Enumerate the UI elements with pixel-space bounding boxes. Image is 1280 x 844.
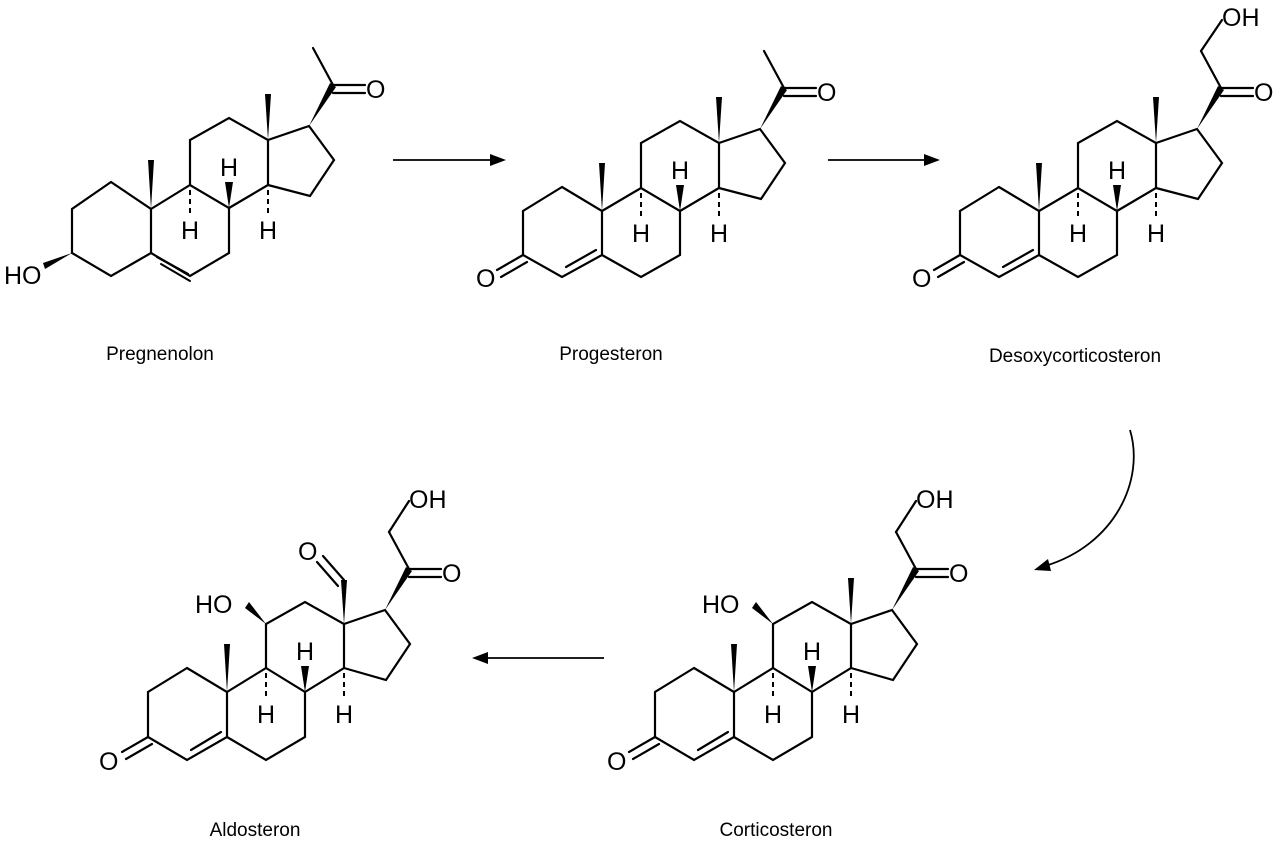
corticosterone-h8-label: H (803, 638, 821, 666)
desoxycorticosterone-h9-label: H (1069, 220, 1087, 248)
progesterone-h14-label: H (710, 220, 728, 248)
progesterone-h8-label: H (671, 157, 689, 185)
arrow-progesterone-to-desoxycorticosterone (828, 154, 940, 166)
desoxycorticosterone-ketone-label: O (1254, 79, 1273, 107)
aldosterone-structure: O O HO OH O H H H (99, 486, 461, 776)
corticosterone-h14-label: H (842, 701, 860, 729)
progesterone-ketone-label: O (817, 79, 836, 107)
progesterone-name: Progesteron (559, 344, 663, 365)
corticosterone-name: Corticosteron (720, 820, 833, 841)
corticosterone-ketone-label: O (949, 560, 968, 588)
corticosterone-structure: O HO OH O H H H (607, 486, 968, 776)
aldosterone-hydroxyl-label: OH (409, 486, 447, 514)
pregnenolone-ketone-label: O (366, 76, 385, 104)
corticosterone-11-hydroxyl-label: HO (702, 591, 740, 619)
desoxycorticosterone-ring-ketone-label: O (912, 265, 931, 293)
corticosterone-h9-label: H (764, 701, 782, 729)
aldosterone-aldehyde-label: O (298, 538, 317, 566)
aldosterone-name: Aldosteron (210, 820, 301, 841)
progesterone-structure: O O H H H (476, 49, 836, 293)
corticosterone-hydroxyl-label: OH (916, 486, 954, 514)
aldosterone-h14-label: H (335, 701, 353, 729)
desoxycorticosterone-h8-label: H (1108, 157, 1126, 185)
arrow-desoxycorticosterone-to-corticosterone (1034, 429, 1135, 571)
desoxycorticosterone-structure: O OH O H H H (912, 4, 1273, 293)
aldosterone-ketone-label: O (442, 560, 461, 588)
aldosterone-h9-label: H (257, 701, 275, 729)
desoxycorticosterone-h14-label: H (1147, 220, 1165, 248)
aldosterone-ring-ketone-label: O (99, 748, 118, 776)
pregnenolone-h9-label: H (181, 217, 199, 245)
aldosterone-11-hydroxyl-label: HO (195, 591, 233, 619)
progesterone-ring-ketone-label: O (476, 265, 495, 293)
pregnenolone-name: Pregnenolon (106, 344, 214, 365)
aldosterone-h8-label: H (296, 638, 314, 666)
arrow-pregnenolone-to-progesterone (393, 154, 506, 166)
desoxycorticosterone-hydroxyl-label: OH (1222, 4, 1260, 32)
desoxycorticosterone-name: Desoxycorticosteron (989, 346, 1161, 367)
corticosterone-ring-ketone-label: O (607, 748, 626, 776)
pregnenolone-structure: O HO H H H (4, 46, 385, 290)
pregnenolone-hydroxyl-label: HO (4, 262, 42, 290)
arrow-corticosterone-to-aldosterone (472, 652, 604, 664)
progesterone-h9-label: H (632, 220, 650, 248)
pregnenolone-h14-label: H (259, 217, 277, 245)
pregnenolone-h8-label: H (220, 154, 238, 182)
